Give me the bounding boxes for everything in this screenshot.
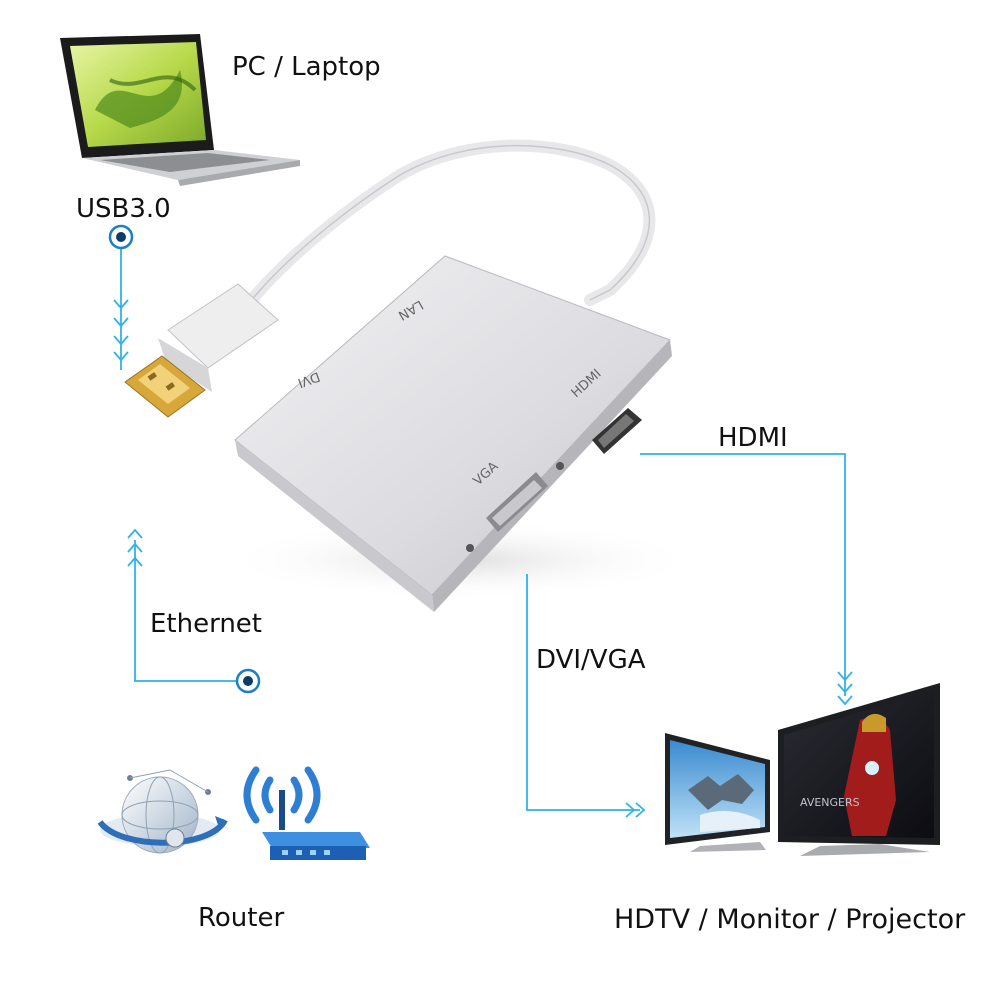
usb-cable	[224, 139, 656, 336]
monitor-small-icon	[665, 733, 770, 852]
wifi-router-icon	[243, 766, 370, 860]
hdmi-connector-line	[640, 453, 853, 706]
pc-laptop-label: PC / Laptop	[232, 52, 381, 82]
usb-connector-line	[113, 240, 129, 370]
usb-node	[108, 224, 134, 250]
port-label-dvi: DVI	[295, 368, 321, 390]
adapter-device: LAN DVI HDMI VGA	[220, 255, 700, 612]
displays-label: HDTV / Monitor / Projector	[614, 904, 966, 935]
ethernet-label: Ethernet	[150, 609, 262, 639]
tv-large-icon: AVENGERS	[778, 683, 940, 856]
ethernet-node	[235, 668, 261, 694]
laptop-icon	[60, 34, 300, 186]
usb-plug-icon	[124, 283, 279, 418]
tv-screen-logo: AVENGERS	[800, 796, 860, 809]
router-label: Router	[198, 903, 285, 933]
ethernet-connector-line	[127, 528, 238, 682]
usb-label: USB3.0	[76, 194, 171, 224]
dvi-vga-label: DVI/VGA	[536, 645, 646, 675]
dvi-vga-connector-line	[526, 574, 646, 818]
hdmi-label: HDMI	[718, 423, 788, 453]
globe-icon	[97, 769, 228, 854]
